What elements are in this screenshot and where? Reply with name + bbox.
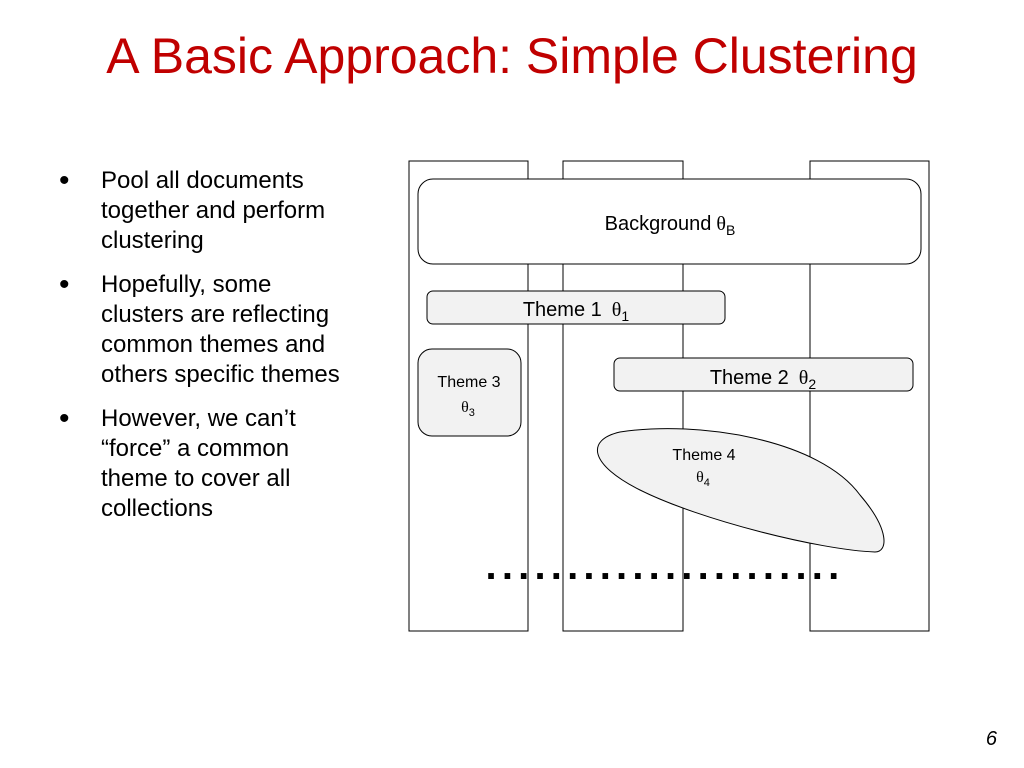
theme3-symbol: θ3 (461, 399, 475, 419)
theme4-symbol: θ4 (696, 469, 710, 489)
bullet-text: Hopefully, some clusters are reflecting … (101, 271, 340, 388)
ellipsis-dots: ...................... (486, 544, 845, 588)
bullet-item: • Pool all documents together and perfor… (58, 166, 358, 256)
bullet-item: • However, we can’t “force” a common the… (58, 404, 358, 524)
bullet-dot-icon: • (59, 402, 70, 435)
bullet-text: Pool all documents together and perform … (101, 167, 326, 254)
background-cluster (417, 178, 922, 265)
theme1-cluster (426, 290, 726, 325)
theme3-label: Theme 3 (437, 374, 500, 391)
page-number: 6 (985, 728, 997, 750)
theme3-cluster (417, 348, 522, 437)
theme4-label: Theme 4 (672, 447, 735, 464)
bullet-list: • Pool all documents together and perfor… (58, 166, 358, 538)
theme2-cluster (613, 357, 914, 392)
bullet-dot-icon: • (59, 268, 70, 301)
bullet-dot-icon: • (59, 164, 70, 197)
theme4-cluster (597, 428, 885, 553)
bullet-item: • Hopefully, some clusters are reflectin… (58, 270, 358, 390)
slide-title: A Basic Approach: Simple Clustering (106, 28, 918, 84)
bullet-text: However, we can’t “force” a common theme… (101, 405, 296, 522)
